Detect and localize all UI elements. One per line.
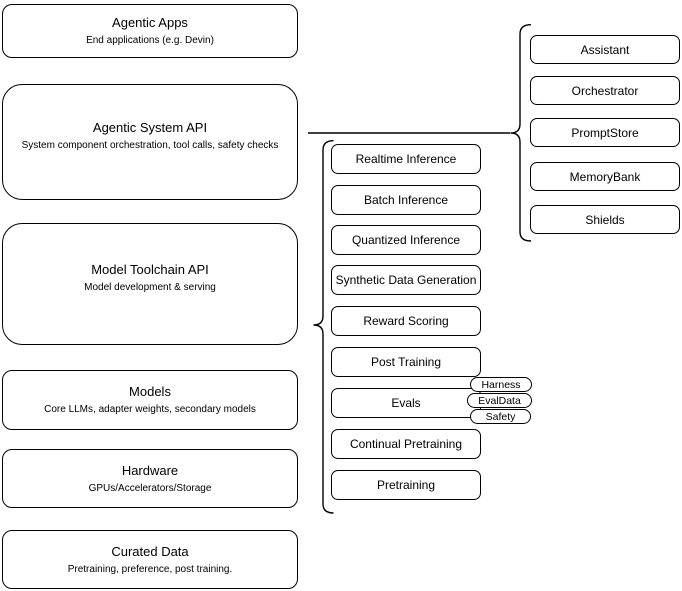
node-shields: Shields [530, 205, 680, 234]
node-title: Hardware [121, 462, 179, 478]
tag-harness: Harness [470, 377, 532, 392]
node-subtitle: System component orchestration, tool cal… [21, 140, 279, 151]
node-post-training: Post Training [331, 347, 481, 377]
node-title: Curated Data [111, 543, 189, 559]
node-subtitle: Pretraining, preference, post training. [67, 563, 233, 575]
node-memorybank: MemoryBank [530, 162, 680, 191]
node-subtitle: GPUs/Accelerators/Storage [88, 482, 212, 494]
node-title: Model Toolchain API [91, 262, 209, 277]
node-quantized-inference: Quantized Inference [331, 225, 481, 255]
tag-evaldata: EvalData [467, 393, 532, 408]
node-title: Models [129, 384, 171, 399]
node-title: Agentic System API [92, 120, 208, 135]
curly-brace-system-icon [510, 24, 532, 242]
node-subtitle: End applications (e.g. Devin) [86, 35, 214, 46]
node-models: Models Core LLMs, adapter weights, secon… [2, 370, 298, 430]
node-promptstore: PromptStore [530, 118, 680, 147]
node-reward-scoring: Reward Scoring [331, 306, 481, 336]
node-curated-data: Curated Data Pretraining, preference, po… [2, 530, 298, 589]
node-subtitle: Core LLMs, adapter weights, secondary mo… [44, 404, 256, 415]
node-evals: Evals [331, 388, 481, 418]
node-pretraining: Pretraining [331, 470, 481, 500]
node-batch-inference: Batch Inference [331, 185, 481, 215]
node-title: Agentic Apps [112, 15, 188, 30]
node-realtime-inference: Realtime Inference [331, 144, 481, 174]
node-model-toolchain-api: Model Toolchain API Model development & … [2, 223, 298, 345]
tag-safety: Safety [470, 409, 531, 424]
node-synthetic-data-generation: Synthetic Data Generation [331, 265, 481, 295]
node-assistant: Assistant [530, 35, 680, 64]
node-agentic-apps: Agentic Apps End applications (e.g. Devi… [2, 4, 298, 58]
node-continual-pretraining: Continual Pretraining [331, 429, 481, 459]
node-orchestrator: Orchestrator [530, 76, 680, 105]
node-hardware: Hardware GPUs/Accelerators/Storage [2, 449, 298, 508]
node-agentic-system-api: Agentic System API System component orch… [2, 84, 298, 200]
node-subtitle: Model development & serving [84, 282, 216, 293]
